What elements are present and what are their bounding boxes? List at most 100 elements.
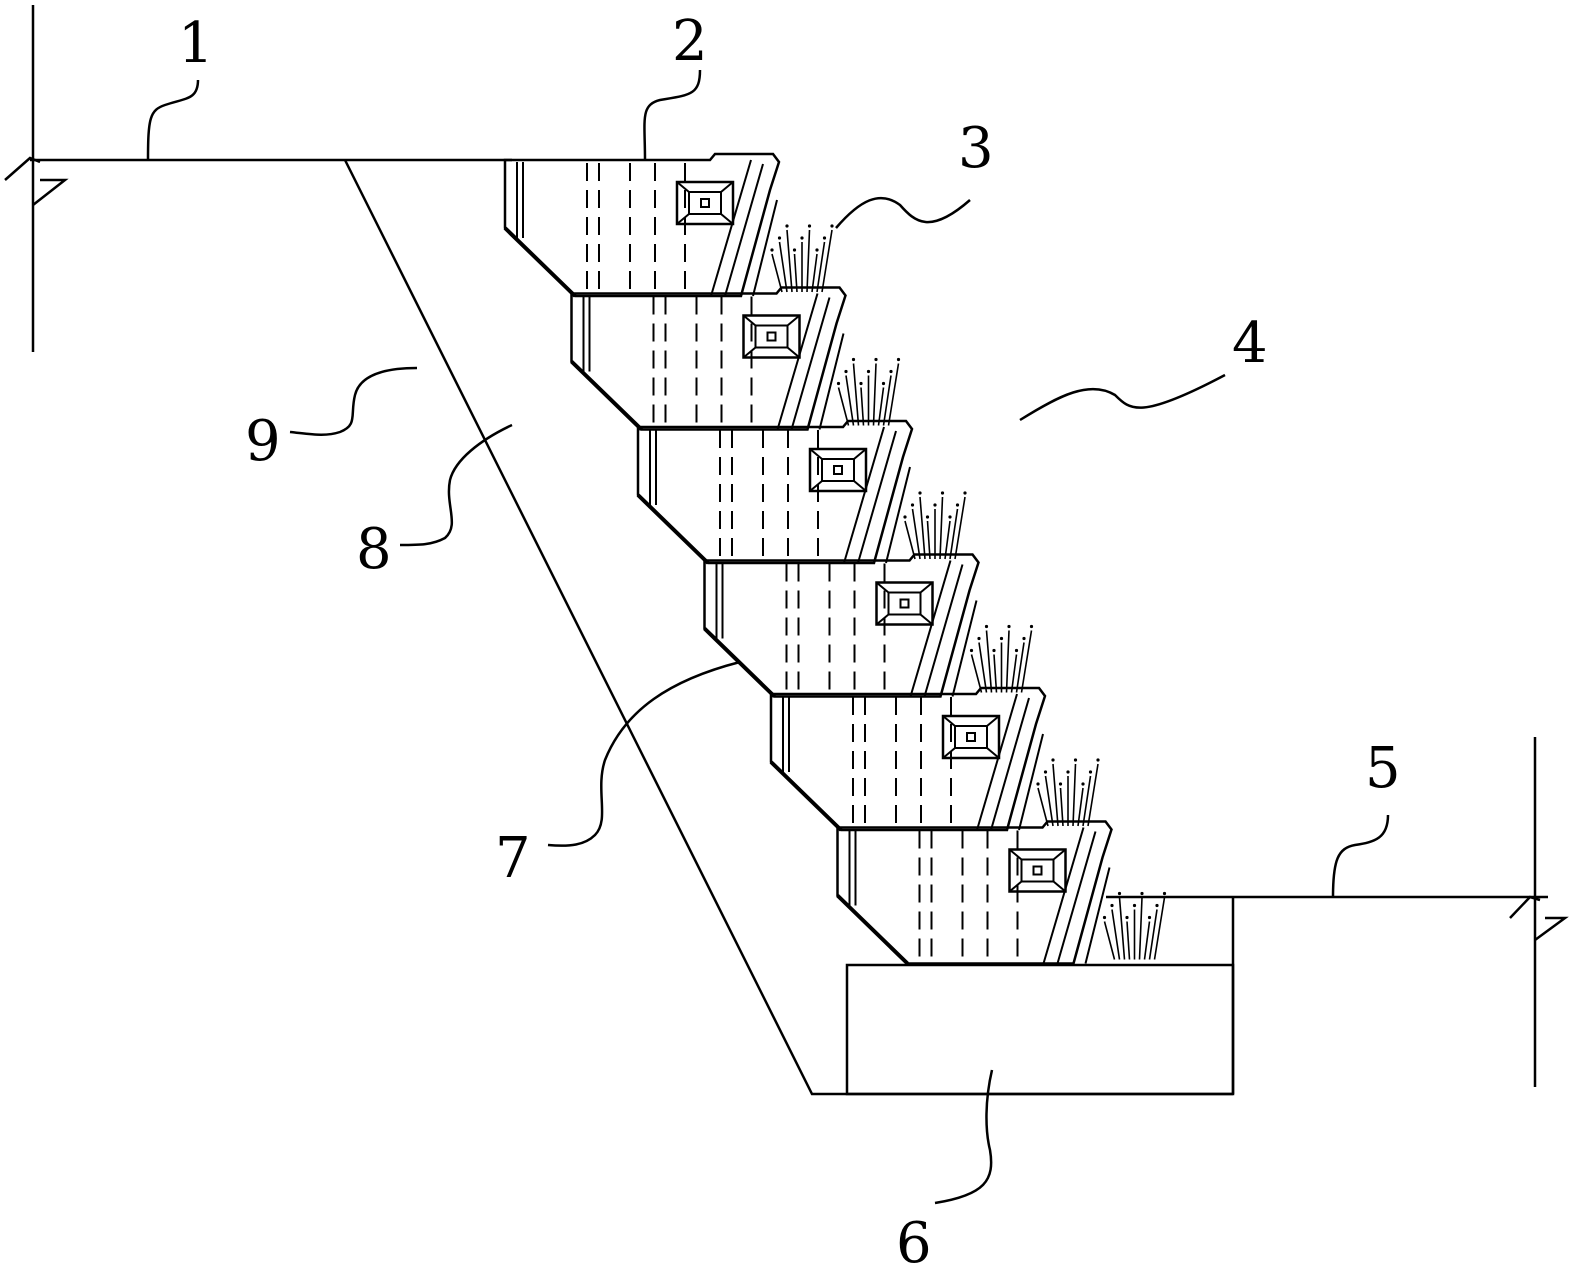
plant-stem <box>821 229 833 293</box>
plant-stem <box>786 229 793 293</box>
drain-box-bevel <box>676 181 690 193</box>
plant-seed <box>948 515 952 519</box>
plant-stem <box>1138 897 1143 960</box>
plant-seed <box>881 381 886 386</box>
face-line <box>923 564 964 697</box>
plant-seed <box>1102 915 1107 920</box>
plant-stem <box>877 387 885 426</box>
face-line <box>857 430 897 564</box>
block-heel-edge <box>636 493 710 565</box>
drain-box-bevel <box>1052 880 1067 893</box>
drain-box-bevel <box>786 314 801 327</box>
plant-seed <box>940 491 945 495</box>
plant <box>770 224 834 293</box>
plant-seed <box>933 503 937 507</box>
block-heel-edge <box>836 894 909 965</box>
plant-stem <box>1059 787 1064 827</box>
label-3: 3 <box>958 116 994 181</box>
drain-box-inner <box>887 591 922 616</box>
drain-box <box>675 180 735 226</box>
plant-stem <box>1005 630 1010 693</box>
plant-stem <box>778 241 788 293</box>
plant-stem <box>1087 763 1099 827</box>
face-line <box>976 693 1018 831</box>
drain-box-outer <box>808 447 868 493</box>
plant-seed <box>874 357 878 362</box>
plant-stem <box>970 654 983 693</box>
leader-7 <box>547 660 741 847</box>
plant-stem <box>845 375 855 426</box>
leader-6 <box>934 1069 994 1205</box>
drain-box-outer <box>875 581 934 626</box>
drain-box-bevel <box>809 448 823 460</box>
plant-seed <box>1007 624 1011 629</box>
leader-8 <box>399 423 513 547</box>
plant-stem <box>904 520 916 560</box>
plant-stem <box>1118 897 1126 960</box>
plant-seed <box>1162 891 1167 896</box>
plant-seed <box>955 503 960 507</box>
wall-block <box>636 419 914 565</box>
plant-seed <box>963 491 967 495</box>
drain-box-inner <box>821 458 855 482</box>
face-line <box>1084 867 1111 964</box>
drain-box <box>875 581 934 626</box>
plant-seed <box>910 503 915 507</box>
upper-ground-surface <box>4 5 512 352</box>
plant-seed <box>1147 915 1152 920</box>
label-4: 4 <box>1232 311 1268 376</box>
drain-box-bevel <box>875 613 890 626</box>
drain-box-bevel <box>986 715 1000 727</box>
plant-stem <box>1020 630 1033 693</box>
drain-box-inner <box>954 725 988 749</box>
drain-box-bevel <box>853 448 867 460</box>
plant <box>903 491 967 560</box>
face-line <box>710 159 752 297</box>
leader-4 <box>1019 373 1226 422</box>
plant-seed <box>1155 903 1159 908</box>
plant-seed <box>1073 758 1078 762</box>
plant-seed <box>800 236 804 240</box>
face-line <box>1018 733 1044 831</box>
face-line <box>724 163 764 297</box>
foundation-block <box>845 897 1235 1096</box>
plant-stem <box>1153 897 1166 960</box>
block-outline <box>503 152 781 298</box>
plant-stem <box>1111 909 1121 960</box>
plant <box>836 357 901 426</box>
label-1: 1 <box>178 11 214 76</box>
plant-stem <box>816 241 826 293</box>
wall-block <box>836 820 1113 965</box>
wall-block <box>503 152 781 298</box>
drain-box-bevel <box>853 480 867 492</box>
plant <box>1102 891 1167 960</box>
plant-stem <box>1077 787 1084 827</box>
plant-stem <box>1143 921 1151 960</box>
leader-9 <box>289 366 418 436</box>
plant-stem <box>911 508 921 560</box>
plant-stem <box>1148 909 1158 960</box>
plant-stem <box>882 375 892 426</box>
drain-hole <box>766 331 777 342</box>
drain-box-bevel <box>1008 880 1023 893</box>
drain-box-bevel <box>875 581 890 594</box>
drain-hole <box>700 198 710 208</box>
face-line <box>818 333 845 430</box>
plant-seed <box>1096 758 1100 762</box>
plant-seed <box>807 224 812 228</box>
block-heel-edge <box>570 360 643 431</box>
vegetation <box>770 224 1167 960</box>
face-line <box>885 466 911 564</box>
plant-stem <box>954 496 966 560</box>
plant-stem <box>806 229 811 293</box>
plant-stem <box>872 363 877 426</box>
drain-hole <box>966 732 976 742</box>
plant-seed <box>1081 782 1085 786</box>
plant-stem <box>1072 763 1077 827</box>
plant-seed <box>851 357 856 362</box>
drain-box-bevel <box>720 181 734 193</box>
block-heel-edge <box>769 760 843 832</box>
plant-stem <box>1052 763 1059 827</box>
plant-stem <box>771 253 783 293</box>
plant-seed <box>836 381 841 386</box>
